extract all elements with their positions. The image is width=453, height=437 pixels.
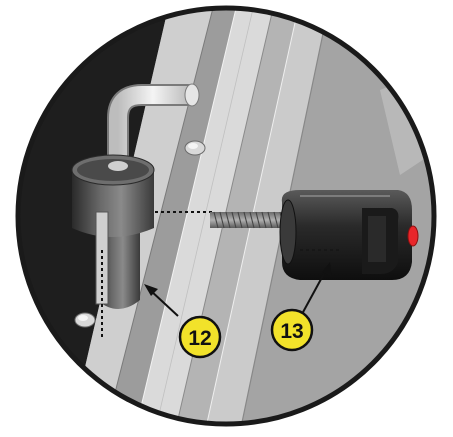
callout-13: 13 — [270, 308, 314, 352]
callout-12-badge — [178, 315, 222, 359]
callout-12: 12 — [178, 315, 222, 359]
circle-frame — [15, 5, 437, 427]
callout-12-label: 12 — [188, 327, 211, 350]
screw-head-top — [184, 140, 206, 156]
leader-line-12 — [144, 284, 179, 317]
callout-13-label: 13 — [280, 320, 303, 343]
screw-head-bottom — [74, 312, 96, 328]
hinge-sleeve — [71, 83, 212, 340]
threaded-knob — [210, 190, 419, 280]
leader-line-13 — [301, 262, 332, 315]
callout-13-badge — [270, 308, 314, 352]
